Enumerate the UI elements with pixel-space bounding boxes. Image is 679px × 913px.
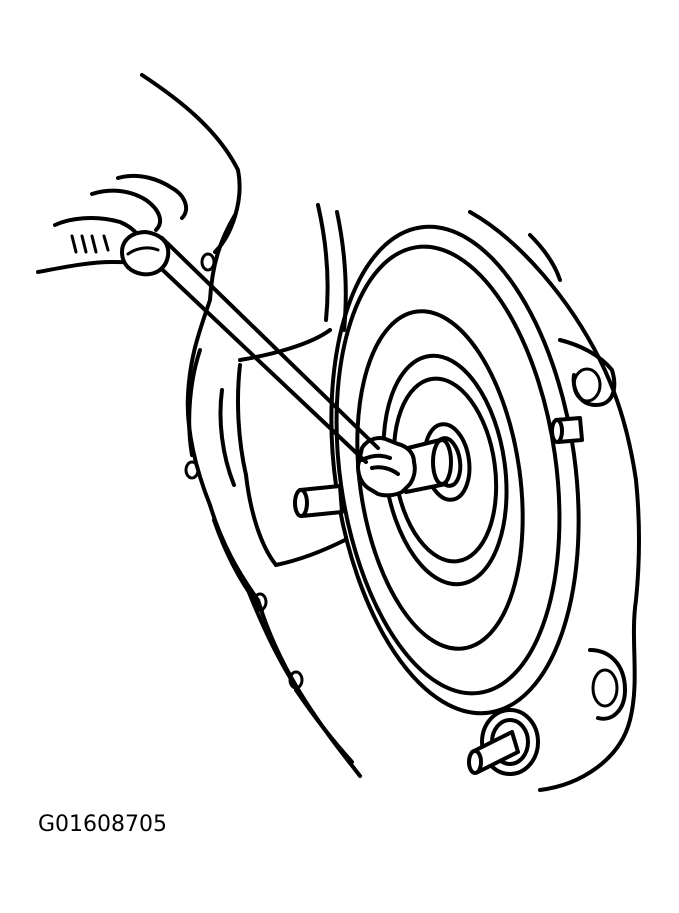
wrench-socket-nut: [356, 436, 417, 498]
torque-converter: [329, 224, 581, 716]
wrench-handle: [148, 236, 380, 464]
converter-studs: [293, 416, 584, 776]
figure-code: G01608705: [38, 812, 168, 837]
bell-housing: [468, 210, 641, 792]
hand: [36, 73, 242, 277]
transmission-case: [184, 203, 362, 778]
